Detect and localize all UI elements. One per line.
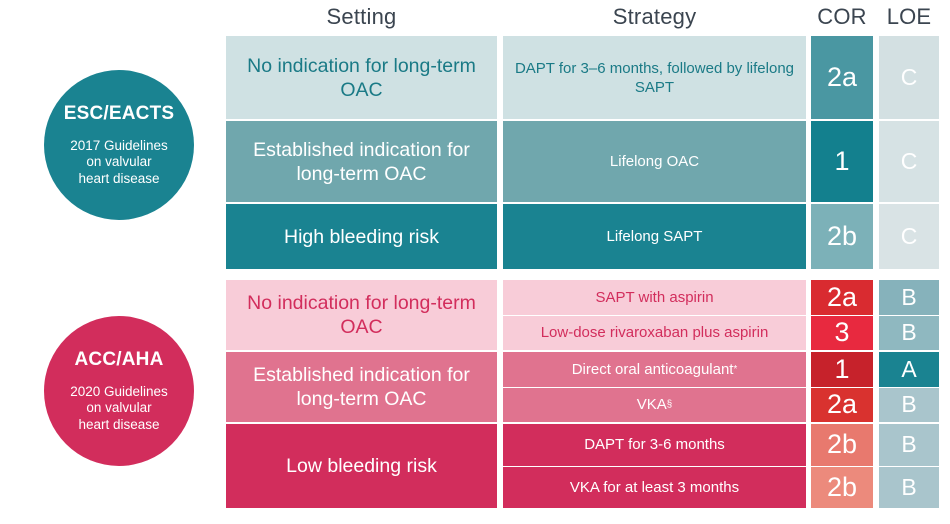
guideline-badge-acc-aha: ACC/AHA 2020 Guidelines on valvular hear…	[44, 316, 194, 466]
cor-value-cell: 3	[811, 315, 873, 350]
setting-cell: Established indication for long-term OAC	[226, 352, 497, 422]
column-header-loe: LOE	[886, 4, 932, 29]
guideline-badge-esc-eacts: ESC/EACTS 2017 Guidelines on valvular he…	[44, 70, 194, 220]
strategy-cell: Low-dose rivaroxaban plus aspirin	[503, 315, 806, 350]
badge-subtitle-line: on valvular	[86, 154, 152, 170]
badge-subtitle-line: 2017 Guidelines	[70, 137, 168, 153]
loe-value-cell: C	[879, 121, 939, 202]
cor-value-cell: 2b	[811, 424, 873, 466]
badge-subtitle-line: heart disease	[78, 416, 160, 432]
cor-value-cell: 1	[811, 121, 873, 202]
badge-subtitle-acc: 2020 Guidelines on valvular heart diseas…	[70, 384, 168, 434]
badge-title-acc: ACC/AHA	[74, 348, 164, 370]
badge-subtitle-line: 2020 Guidelines	[70, 383, 168, 399]
loe-value-cell: C	[879, 36, 939, 119]
strategy-cell: Lifelong OAC	[503, 121, 806, 202]
strategy-cell: DAPT for 3–6 months, followed by lifelon…	[503, 36, 806, 119]
loe-value-cell: A	[879, 352, 939, 387]
cor-value-cell: 1	[811, 352, 873, 387]
setting-cell: Established indication for long-term OAC	[226, 121, 497, 202]
cor-value-cell: 2a	[811, 387, 873, 422]
cor-value-cell: 2b	[811, 204, 873, 269]
column-header-strategy: Strategy	[612, 4, 697, 29]
loe-value-cell: B	[879, 466, 939, 508]
setting-cell: High bleeding risk	[226, 204, 497, 269]
strategy-cell: SAPT with aspirin	[503, 280, 806, 315]
badge-subtitle-esc: 2017 Guidelines on valvular heart diseas…	[70, 138, 168, 188]
badge-subtitle-line: heart disease	[78, 170, 160, 186]
loe-value-cell: B	[879, 387, 939, 422]
badge-subtitle-line: on valvular	[86, 400, 152, 416]
column-header-cor: COR	[817, 4, 867, 29]
loe-value-cell: B	[879, 424, 939, 466]
strategy-cell: DAPT for 3-6 months	[503, 424, 806, 466]
strategy-cell: Direct oral anticoagulant*	[503, 352, 806, 387]
badge-title-esc: ESC/EACTS	[63, 102, 175, 124]
cor-value-cell: 2b	[811, 466, 873, 508]
cor-value-cell: 2a	[811, 280, 873, 315]
cor-value-cell: 2a	[811, 36, 873, 119]
setting-cell: Low bleeding risk	[226, 424, 497, 508]
strategy-cell: VKA for at least 3 months	[503, 466, 806, 508]
footnote-marker: *	[733, 363, 738, 375]
loe-value-cell: B	[879, 315, 939, 350]
strategy-cell: Lifelong SAPT	[503, 204, 806, 269]
setting-cell: No indication for long-term OAC	[226, 36, 497, 119]
footnote-marker: §	[666, 399, 673, 411]
setting-cell: No indication for long-term OAC	[226, 280, 497, 350]
column-header-setting: Setting	[326, 4, 397, 29]
strategy-cell: VKA§	[503, 387, 806, 422]
loe-value-cell: B	[879, 280, 939, 315]
loe-value-cell: C	[879, 204, 939, 269]
